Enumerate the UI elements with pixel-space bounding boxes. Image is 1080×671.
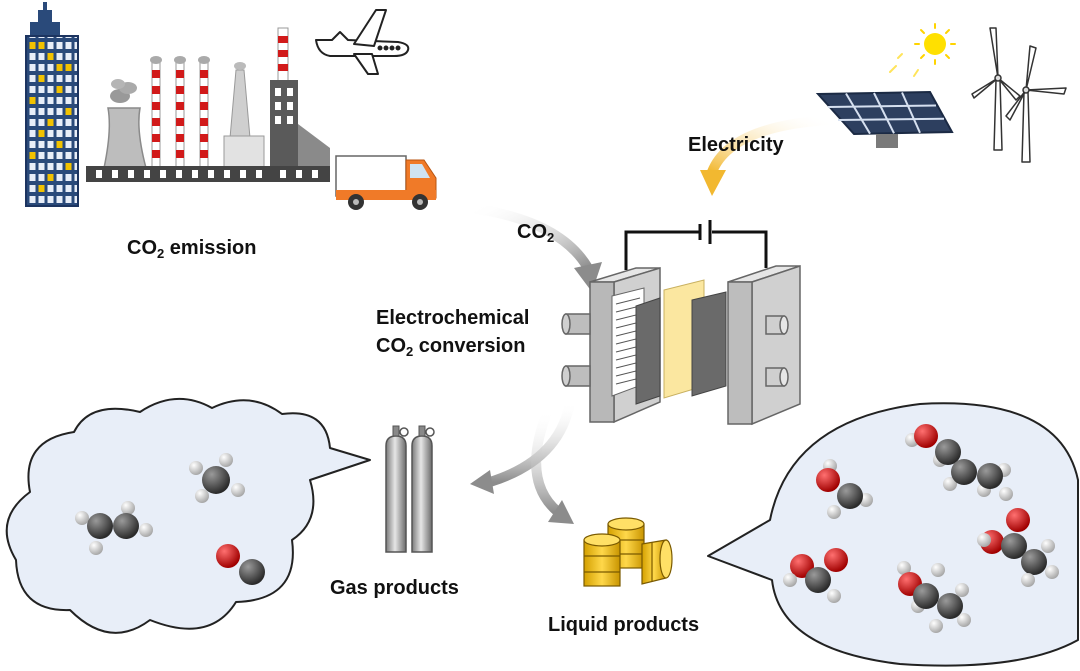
- molecule-icon: [816, 459, 873, 519]
- molecule-icon: [189, 453, 245, 503]
- molecule-icon: [216, 544, 265, 585]
- co2-flow-arrow: [469, 203, 602, 292]
- molecule-icon: [75, 501, 153, 555]
- liquid-products-bubble: [707, 402, 1079, 667]
- electricity-flow-arrow: [700, 115, 831, 196]
- gas-cylinder-icon: [385, 425, 435, 553]
- co2-emission-label-rest: emission: [164, 237, 257, 259]
- molecule-icon: [897, 561, 971, 633]
- conversion-label-main: CO: [376, 335, 406, 357]
- co2-emission-label-sub: 2: [157, 246, 165, 261]
- molecule-icon: [783, 548, 848, 603]
- liquid-products-label: Liquid products: [548, 614, 700, 636]
- gas-products-label: Gas products: [330, 577, 459, 599]
- conversion-label-rest: conversion: [413, 335, 526, 357]
- sun-icon: [889, 23, 956, 77]
- gas-products-bubble: [5, 397, 371, 634]
- co2-flow-label: CO2: [517, 220, 554, 244]
- electricity-label: Electricity: [688, 134, 784, 156]
- airplane-icon: [315, 9, 410, 75]
- gas-products-arrow: [470, 401, 575, 494]
- liquid-products-arrow: [531, 408, 574, 524]
- conversion-label-line2: CO2 conversion: [376, 334, 526, 358]
- molecule-icon: [977, 508, 1059, 587]
- truck-icon: [335, 155, 437, 210]
- wind-turbine-icon: [971, 27, 1067, 163]
- conversion-label-sub: 2: [406, 344, 414, 359]
- co2-flow-label-main: CO: [517, 221, 547, 243]
- solar-panel-icon: [815, 90, 954, 148]
- co2-flow-label-sub: 2: [547, 230, 555, 245]
- conversion-label-line1: Electrochemical: [376, 307, 530, 329]
- barrel-icon: [583, 517, 673, 587]
- building-icon: [25, 2, 79, 207]
- co2-emission-label: CO2 emission: [127, 236, 257, 260]
- co2-emission-label-main: CO: [127, 237, 157, 259]
- molecule-icon: [905, 424, 1013, 501]
- electrolyzer-icon: [561, 220, 801, 426]
- factory-icon: [86, 27, 330, 182]
